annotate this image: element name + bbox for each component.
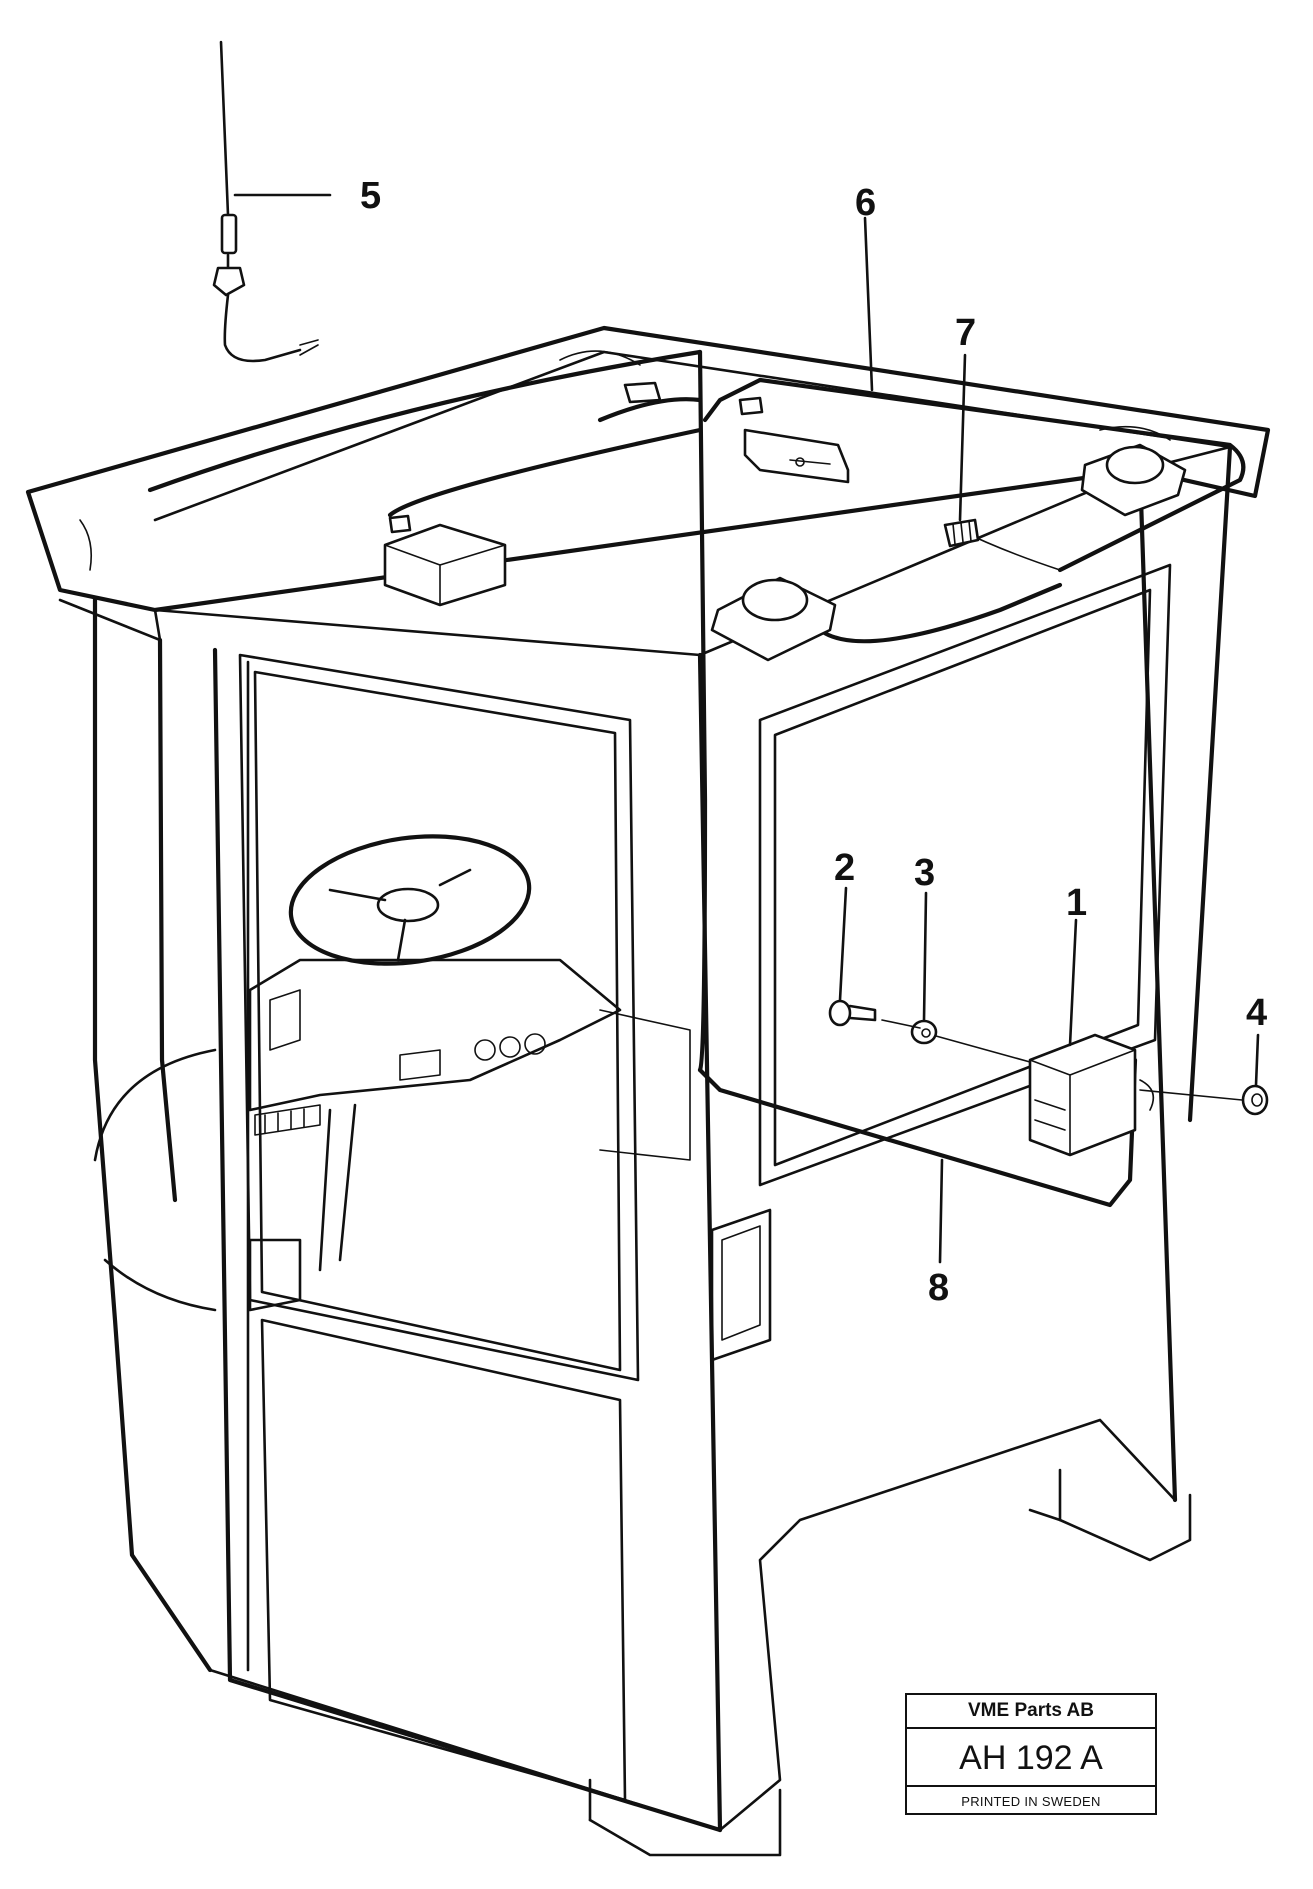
callout-4: 4	[1246, 992, 1267, 1034]
title-stamp: VME Parts AB AH 192 A PRINTED IN SWEDEN	[905, 1693, 1157, 1815]
dashboard	[248, 834, 691, 1312]
control-unit	[1028, 1033, 1137, 1157]
leader-4	[1254, 1033, 1260, 1087]
wiring-harness	[147, 349, 1246, 1208]
leader-8	[938, 1158, 944, 1264]
stamp-printed: PRINTED IN SWEDEN	[961, 1794, 1101, 1809]
radio-unit	[743, 428, 850, 484]
washer	[910, 1019, 938, 1045]
roof-components	[383, 381, 1187, 662]
antenna	[212, 40, 319, 363]
leader-2	[838, 886, 848, 1002]
steering-wheel	[288, 834, 532, 966]
stamp-code: AH 192 A	[907, 1729, 1155, 1787]
callout-labels: 5 6 7 2 3 1 4 8	[360, 175, 1267, 1309]
leader-7	[958, 353, 967, 522]
callout-3: 3	[914, 852, 935, 894]
nut	[1241, 1084, 1269, 1116]
roof-box	[383, 523, 507, 607]
callout-6: 6	[855, 182, 876, 224]
callout-2: 2	[834, 847, 855, 889]
callout-8: 8	[928, 1267, 949, 1309]
callout-5: 5	[360, 175, 381, 217]
leader-6	[863, 216, 874, 392]
callout-7: 7	[955, 312, 976, 354]
leader-1	[1068, 918, 1078, 1047]
control-unit-assembly	[828, 999, 1269, 1157]
stamp-company: VME Parts AB	[907, 1695, 1155, 1729]
callout-1: 1	[1066, 882, 1087, 924]
leader-lines	[233, 193, 1260, 1264]
screw	[828, 999, 877, 1027]
leader-3	[922, 891, 928, 1022]
